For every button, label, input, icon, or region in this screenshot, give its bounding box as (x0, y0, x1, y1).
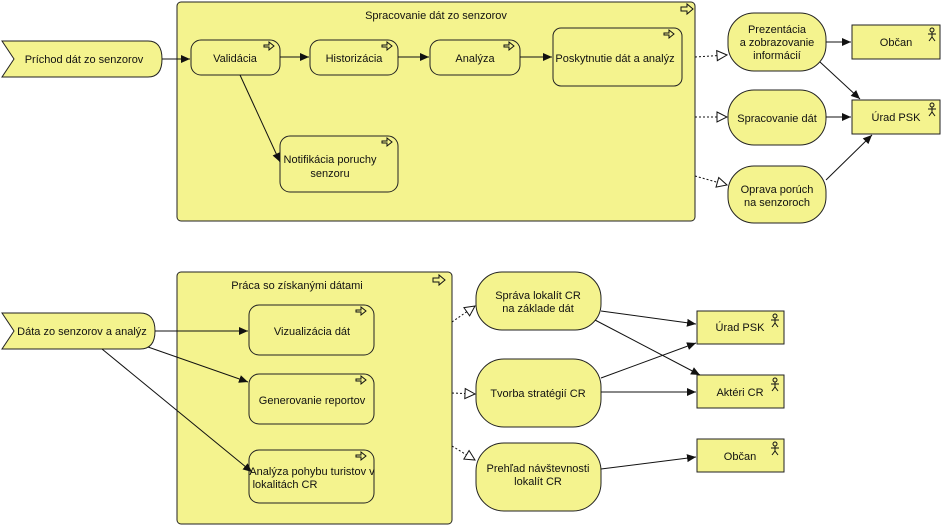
serving-prezentacia-urad (819, 61, 861, 100)
service-prehlad-line1: Prehľad návštevnosti (487, 463, 590, 475)
serving-tvorba-urad (600, 342, 697, 379)
realization-tvorba (451, 393, 475, 394)
service-sprava-line2: na základe dát (502, 303, 574, 315)
process-icon (381, 40, 393, 52)
service-prehlad[interactable]: Prehľad návštevnosti lokalít CR (475, 442, 602, 512)
service-tvorba[interactable]: Tvorba stratégií CR (475, 358, 602, 428)
actor-urad-top[interactable]: Úrad PSK (851, 99, 941, 135)
process-notifikacia[interactable]: Notifikácia poruchy senzoru (279, 135, 399, 193)
process-poskytnutie-label: Poskytnutie dát a analýz (555, 53, 674, 65)
bottom-container-title: Práca so získanými dátami (231, 280, 362, 292)
process-notifikacia-line1: Notifikácia poruchy (284, 154, 377, 166)
service-sprava-line1: Správa lokalít CR (495, 290, 581, 302)
service-sprava[interactable]: Správa lokalít CR na základe dát (475, 271, 602, 331)
process-generovanie-label: Generovanie reportov (259, 395, 366, 407)
actor-akteri-bottom-label: Aktéri CR (716, 387, 763, 399)
process-analyza-pohybu-line2: lokalitách CR (253, 479, 318, 491)
service-oprava[interactable]: Oprava porúch na senzoroch (727, 165, 827, 224)
process-poskytnutie[interactable]: Poskytnutie dát a analýz (552, 27, 683, 87)
process-historizacia-label: Historizácia (326, 53, 384, 65)
serving-oprava-urad (825, 134, 873, 181)
serving-sprava-akteri (594, 319, 701, 376)
process-icon (432, 273, 446, 287)
service-oprava-line2: na senzoroch (744, 197, 810, 209)
actor-akteri-bottom[interactable]: Aktéri CR (696, 374, 785, 409)
realization-oprava (694, 175, 727, 185)
event-sensor-input-label: Príchod dát zo senzorov (25, 54, 144, 66)
process-icon (355, 450, 367, 462)
serving-sprava-urad (600, 310, 697, 327)
serving-prehlad-obcan (600, 454, 697, 470)
realization-prehlad (451, 445, 475, 460)
service-tvorba-label: Tvorba stratégií CR (490, 388, 585, 400)
service-prezentacia-line3: informácií (753, 50, 801, 62)
service-prezentacia[interactable]: Prezentácia a zobrazovanie informácií (727, 12, 827, 72)
process-historizacia[interactable]: Historizácia (309, 39, 399, 76)
service-prezentacia-line2: a zobrazovanie (740, 37, 815, 49)
service-oprava-line1: Oprava porúch (741, 184, 814, 196)
service-prehlad-line2: lokalít CR (514, 476, 562, 488)
actor-urad-bottom[interactable]: Úrad PSK (696, 310, 785, 345)
realization-sprava (451, 306, 475, 323)
process-notifikacia-line2: senzoru (310, 168, 349, 180)
process-icon (663, 28, 675, 40)
actor-obcan-bottom[interactable]: Občan (696, 438, 785, 473)
actor-icon (771, 313, 779, 328)
actor-urad-bottom-label: Úrad PSK (716, 321, 766, 334)
flow-data-generovanie (147, 346, 249, 383)
process-analyza[interactable]: Analýza (429, 39, 521, 76)
actor-obcan-top-label: Občan (880, 37, 912, 49)
process-generovanie[interactable]: Generovanie reportov (248, 373, 375, 425)
service-spracovanie-label: Spracovanie dát (737, 113, 817, 125)
flow-data-analyza-pohybu (101, 348, 253, 473)
event-sensor-input[interactable] (1, 40, 163, 78)
actor-icon (771, 377, 779, 392)
process-analyza-label: Analýza (455, 53, 495, 65)
process-icon (381, 136, 393, 148)
realization-prezentacia (694, 55, 727, 57)
process-icon (263, 40, 275, 52)
actor-icon (928, 27, 936, 42)
process-validacia[interactable]: Validácia (190, 39, 281, 76)
process-icon (355, 374, 367, 386)
event-data-input[interactable] (1, 312, 156, 350)
process-validacia-label: Validácia (213, 53, 258, 65)
process-icon (503, 40, 515, 52)
process-vizualizacia-label: Vizualizácia dát (274, 326, 350, 338)
process-analyza-pohybu-line1: Analýza pohybu turistov v (249, 466, 375, 478)
actor-icon (928, 102, 936, 117)
top-container-title: Spracovanie dát zo senzorov (365, 10, 507, 22)
actor-obcan-bottom-label: Občan (724, 451, 756, 463)
process-icon (680, 2, 694, 16)
flow-validacia-notifikacia (239, 74, 281, 163)
process-vizualizacia[interactable]: Vizualizácia dát (248, 304, 375, 356)
service-spracovanie[interactable]: Spracovanie dát (727, 89, 827, 146)
actor-obcan-top[interactable]: Občan (851, 24, 941, 60)
event-data-input-label: Dáta zo senzorov a analýz (17, 326, 147, 338)
service-prezentacia-line1: Prezentácia (748, 24, 807, 36)
process-icon (355, 305, 367, 317)
actor-icon (771, 441, 779, 456)
process-analyza-pohybu[interactable]: Analýza pohybu turistov v lokalitách CR (248, 449, 375, 504)
actor-urad-top-label: Úrad PSK (872, 111, 922, 124)
